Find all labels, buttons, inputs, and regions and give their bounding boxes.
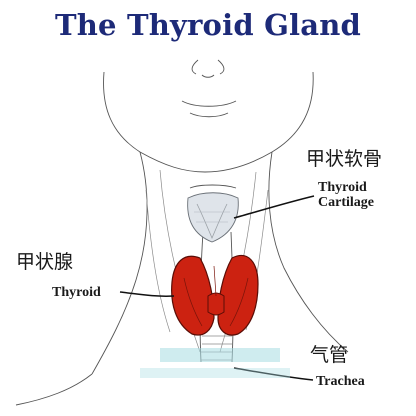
- mouth: [181, 100, 237, 118]
- hyoid-bone: [189, 184, 237, 189]
- label-thyroid-cartilage-line1: Thyroid: [318, 180, 367, 195]
- label-thyroid-chinese: 甲状腺: [16, 251, 74, 273]
- face-outline: [103, 71, 314, 173]
- neck-right-contour: [268, 151, 349, 353]
- label-thyroid-cartilage-chinese: 甲状软骨: [306, 148, 383, 170]
- shoulder-left: [15, 373, 93, 406]
- neck-muscle-left-outer: [145, 189, 171, 333]
- page-title: The Thyroid Gland: [54, 8, 362, 42]
- label-thyroid-english: Thyroid: [52, 285, 101, 300]
- label-thyroid-cartilage-english: Thyroid Cartilage: [318, 180, 374, 210]
- neck-left-contour: [91, 151, 148, 375]
- leader-thyroid-cartilage: [233, 195, 315, 219]
- watermark: [140, 348, 290, 378]
- leader-thyroid: [119, 291, 175, 297]
- label-thyroid-cartilage-line2: Cartilage: [318, 195, 374, 210]
- thyroid-cartilage: [187, 192, 239, 243]
- thyroid-gland: [171, 254, 259, 336]
- thyroid-right-lobe: [217, 254, 259, 336]
- label-trachea-english: Trachea: [316, 374, 365, 389]
- label-trachea-chinese: 气管: [310, 344, 349, 366]
- thyroid-isthmus: [207, 292, 225, 316]
- leader-trachea: [233, 367, 314, 381]
- nose: [191, 59, 225, 78]
